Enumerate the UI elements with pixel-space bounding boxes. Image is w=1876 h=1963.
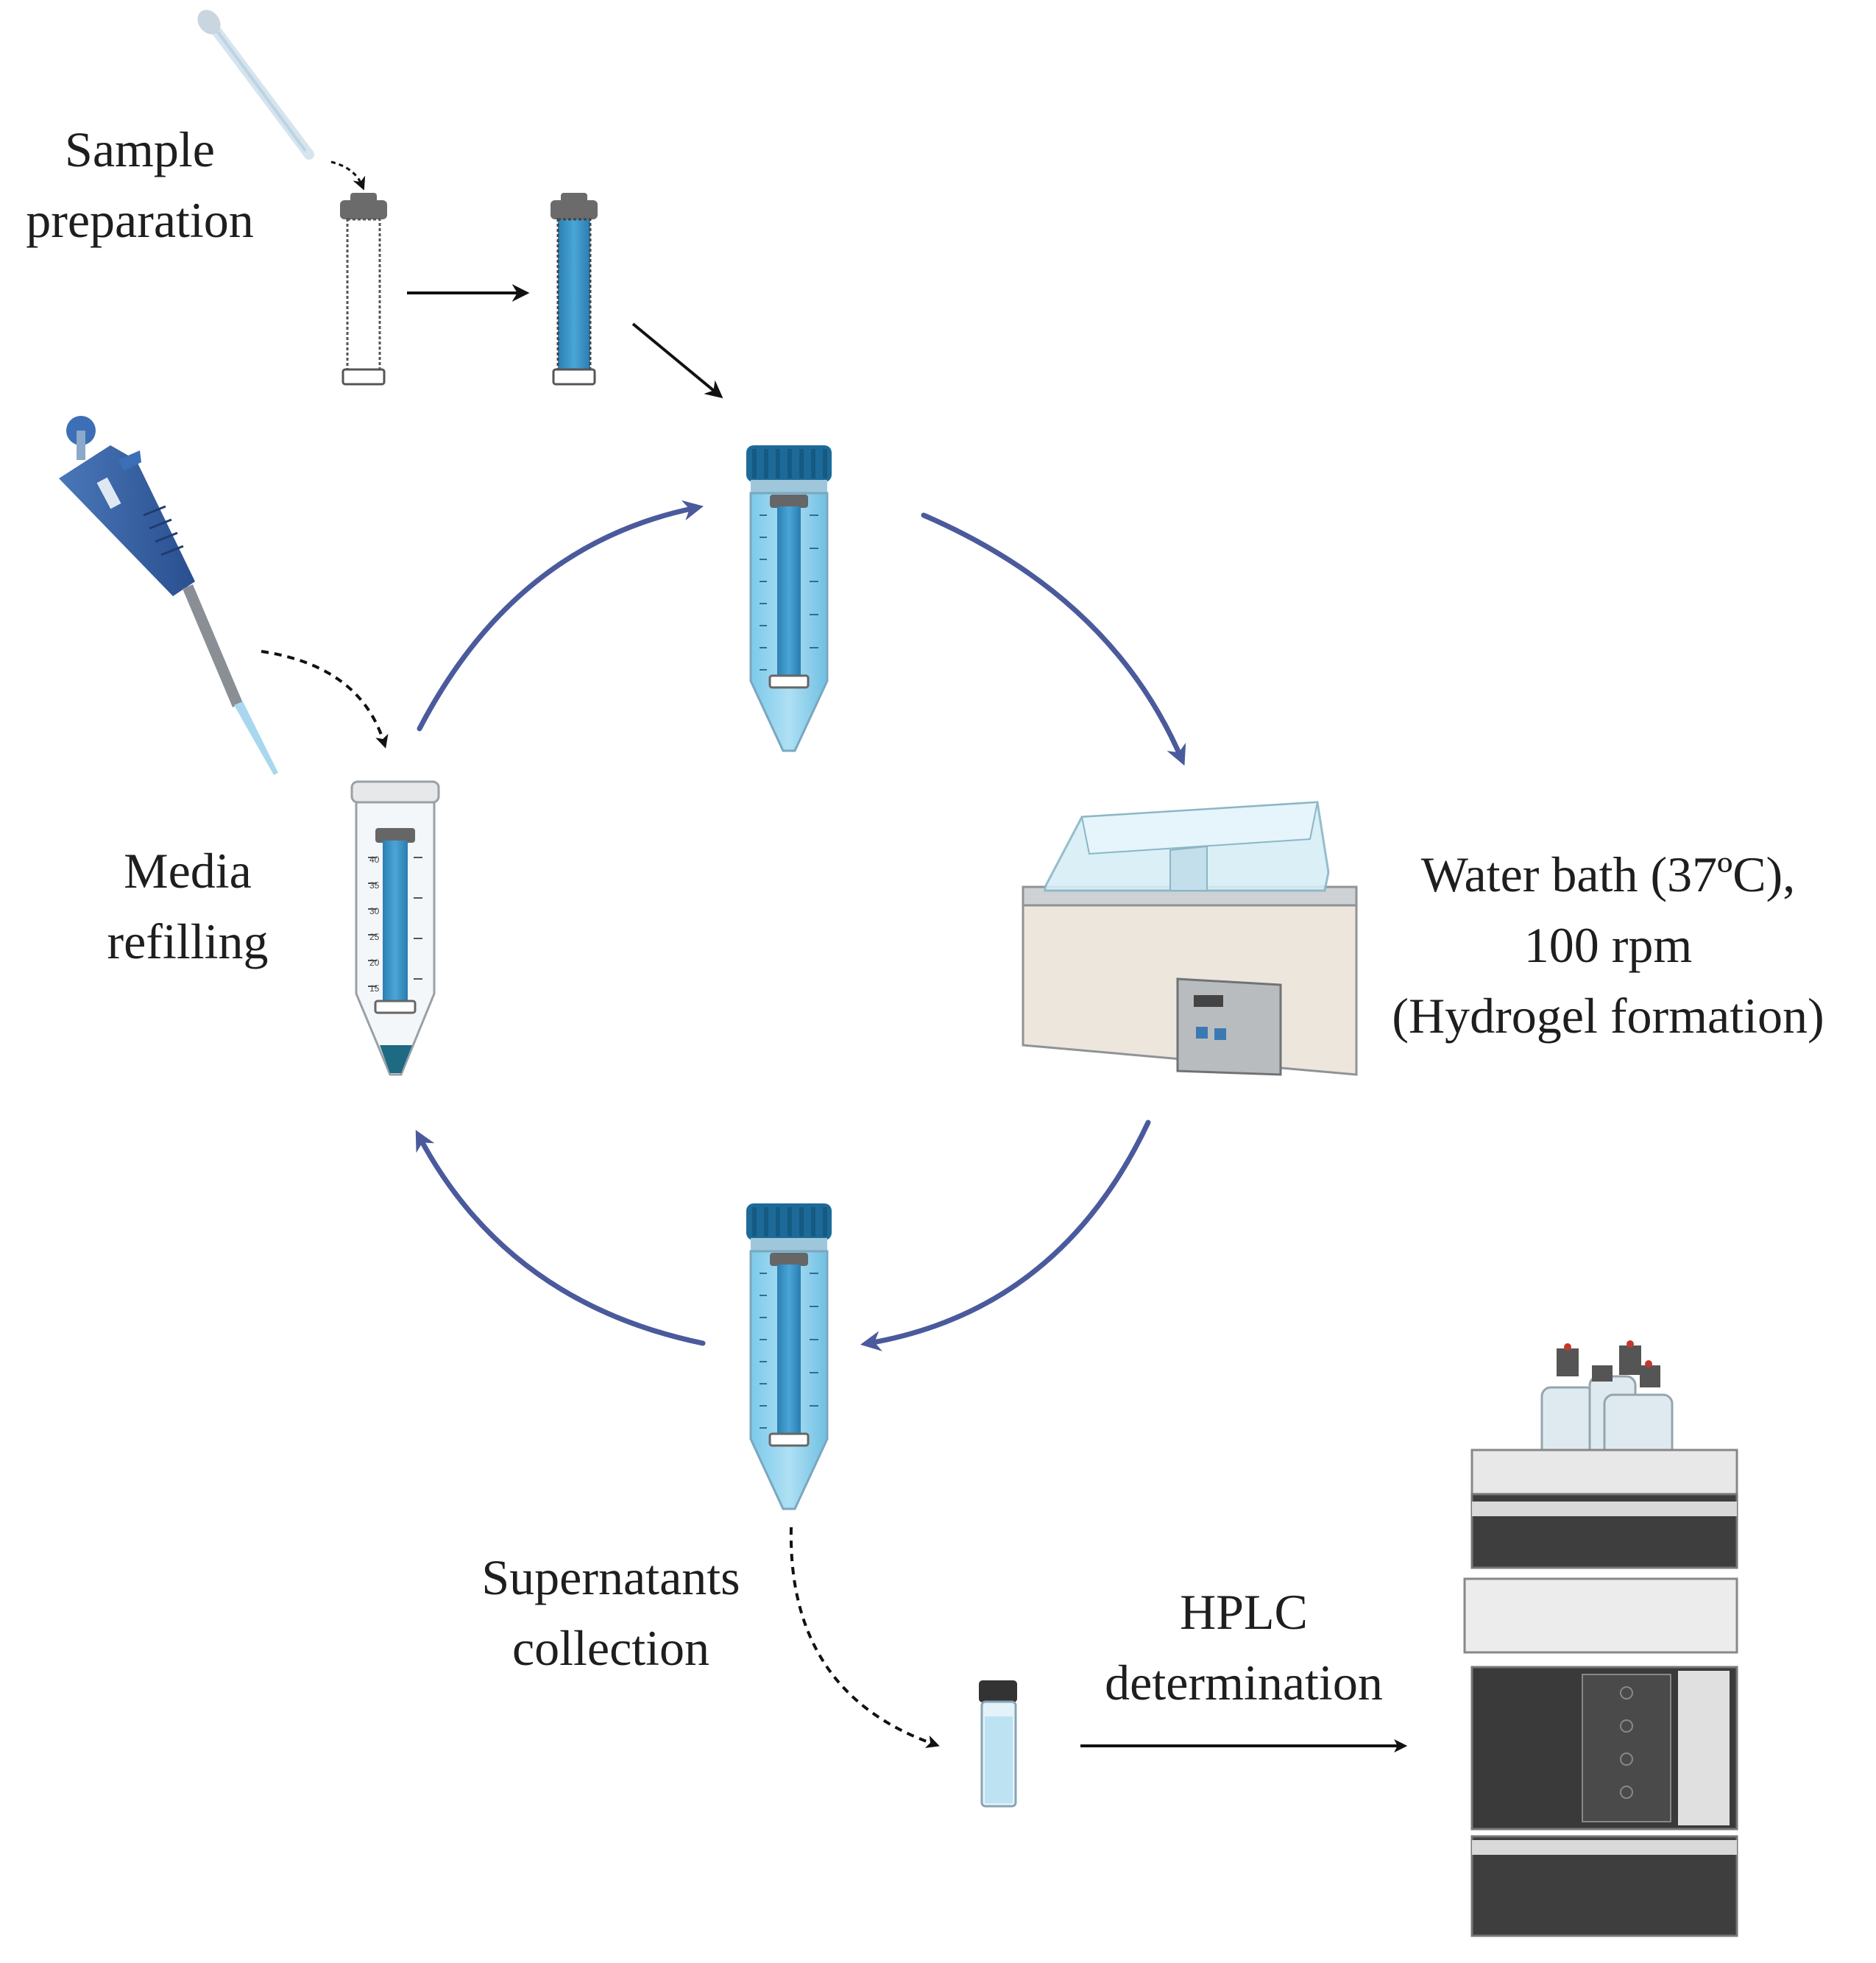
falcon-tube-open-icon bbox=[350, 780, 440, 1076]
hplc-instrument-icon bbox=[1463, 1340, 1738, 1937]
label-sample-preparation: Sample preparation bbox=[26, 121, 254, 248]
arrow-top-to-waterbath bbox=[921, 512, 1186, 766]
label-water-bath: Water bath (37ºC), 100 rpm (Hydrogel for… bbox=[1392, 846, 1824, 1044]
supernatant-dashed-arrow bbox=[789, 1527, 940, 1748]
filled-insert-icon bbox=[551, 193, 598, 386]
label-hplc-determination: HPLC determination bbox=[1105, 1584, 1383, 1711]
dropper-icon bbox=[197, 10, 314, 160]
arrow-waterbath-to-bottom bbox=[860, 1120, 1151, 1351]
tube-scale-mark: 15 bbox=[369, 983, 380, 994]
tube-scale-mark: 30 bbox=[369, 906, 380, 916]
tube-scale-mark: 40 bbox=[369, 855, 380, 865]
falcon-tube-bottom-icon bbox=[745, 1202, 833, 1510]
tube-scale-marks: 40 35 30 25 20 15 bbox=[369, 855, 380, 994]
water-bath-icon bbox=[1022, 801, 1358, 1076]
dropper-dashed-arrow bbox=[330, 160, 366, 191]
label-media-refilling: Media refilling bbox=[107, 843, 269, 969]
pipette-dashed-arrow bbox=[261, 650, 389, 749]
arrow-filled-to-tube bbox=[631, 322, 723, 399]
cycle-arrows bbox=[415, 500, 1186, 1351]
arrow-refill-to-top bbox=[417, 500, 704, 732]
micropipette-icon bbox=[59, 416, 278, 775]
falcon-tube-top-icon bbox=[745, 444, 833, 752]
arrow-bottom-to-refill bbox=[415, 1130, 706, 1346]
tube-scale-mark: 25 bbox=[369, 932, 380, 942]
tube-scale-mark: 20 bbox=[369, 958, 380, 968]
label-supernatants-collection: Supernatants collection bbox=[481, 1549, 740, 1676]
empty-insert-icon bbox=[340, 193, 387, 386]
sample-vial-icon bbox=[979, 1680, 1017, 1808]
tube-scale-mark: 35 bbox=[369, 880, 380, 891]
